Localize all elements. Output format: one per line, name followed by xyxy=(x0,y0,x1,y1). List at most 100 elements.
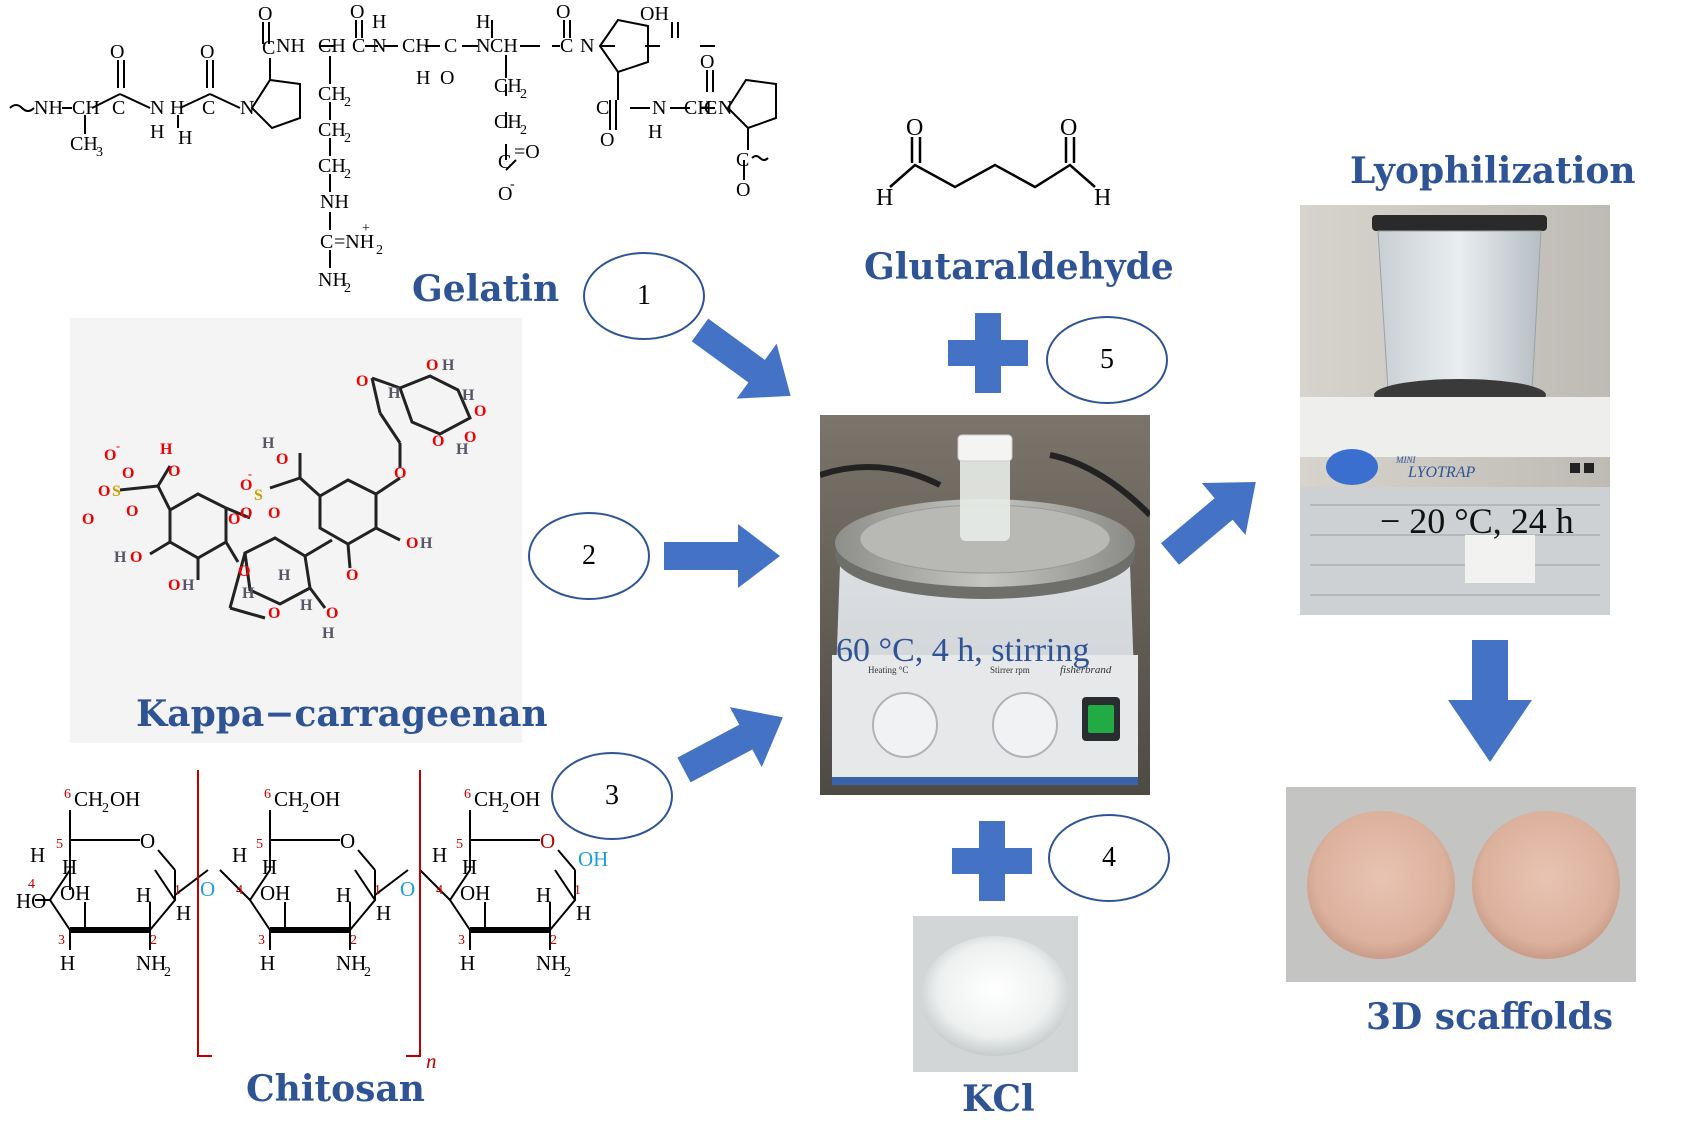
svg-text:NH: NH xyxy=(320,191,349,213)
svg-text:CH: CH xyxy=(318,119,346,141)
heating-label: Heating °C xyxy=(868,665,908,675)
svg-text:O: O xyxy=(346,567,358,584)
svg-text:OH: OH xyxy=(260,881,290,905)
svg-text:O: O xyxy=(326,605,338,622)
svg-text:NH: NH xyxy=(34,97,63,119)
svg-text:CH: CH xyxy=(474,787,503,811)
svg-text:O: O xyxy=(140,829,155,853)
svg-text:5: 5 xyxy=(256,837,263,852)
svg-text:-: - xyxy=(248,467,252,481)
svg-text:OH: OH xyxy=(578,847,608,871)
svg-text:O: O xyxy=(540,829,555,853)
svg-text:C: C xyxy=(596,97,609,119)
svg-text:O: O xyxy=(238,563,250,580)
svg-text:CH: CH xyxy=(684,97,712,119)
svg-text:O: O xyxy=(168,463,180,480)
svg-text:H: H xyxy=(442,357,455,374)
svg-text:H: H xyxy=(416,67,430,89)
svg-text:CH: CH xyxy=(74,787,103,811)
svg-text:O: O xyxy=(240,477,252,494)
svg-text:O: O xyxy=(906,115,923,141)
svg-text:n: n xyxy=(426,1049,437,1070)
svg-text:H: H xyxy=(114,549,127,566)
svg-text:S: S xyxy=(254,487,263,504)
svg-text:2: 2 xyxy=(344,95,351,110)
svg-text:O: O xyxy=(340,829,355,853)
arrow-to-lyophilizer-icon xyxy=(1161,482,1256,565)
svg-text:H: H xyxy=(30,843,45,867)
svg-text:O: O xyxy=(268,505,280,522)
svg-text:O: O xyxy=(556,1,570,23)
freezing-condition-text: − 20 °C, 24 h xyxy=(1380,501,1574,541)
svg-text:2: 2 xyxy=(344,167,351,182)
svg-text:H: H xyxy=(456,441,469,458)
svg-text:+: + xyxy=(362,221,370,236)
svg-text:NH: NH xyxy=(136,951,166,975)
arrow-step-3-icon xyxy=(677,707,783,783)
svg-text:O: O xyxy=(82,511,94,528)
svg-text:C: C xyxy=(560,35,573,57)
svg-text:CH: CH xyxy=(70,133,98,155)
glutaraldehyde-structure: O O H H xyxy=(876,115,1110,211)
svg-text:O: O xyxy=(258,3,272,25)
svg-text:5: 5 xyxy=(456,837,463,852)
svg-text:OH: OH xyxy=(60,881,90,905)
svg-text:NH: NH xyxy=(536,951,566,975)
lyophilizer-photo: MINI LYOTRAP xyxy=(1300,205,1610,615)
svg-text:CH: CH xyxy=(318,155,346,177)
svg-text:O: O xyxy=(464,429,476,446)
svg-text:3: 3 xyxy=(58,933,65,948)
svg-text:N: N xyxy=(580,35,594,57)
svg-text:H: H xyxy=(648,121,662,143)
svg-text:2: 2 xyxy=(164,965,171,980)
svg-text:6: 6 xyxy=(464,787,471,802)
chitosan-label: Chitosan xyxy=(246,1068,425,1110)
svg-text:N: N xyxy=(150,97,164,119)
svg-text:C: C xyxy=(262,37,275,59)
svg-text:-: - xyxy=(116,439,120,453)
svg-text:O: O xyxy=(700,51,714,73)
glutaraldehyde-label: Glutaraldehyde xyxy=(864,246,1174,288)
svg-text:2: 2 xyxy=(150,933,157,948)
svg-text:N: N xyxy=(652,97,666,119)
hotplate-stirrer-photo: Heating °C Stirrer rpm fisherbrand xyxy=(820,415,1150,795)
svg-text:4: 4 xyxy=(436,883,443,898)
svg-text:=O: =O xyxy=(514,141,540,163)
svg-text:CH: CH xyxy=(402,35,430,57)
svg-text:OH: OH xyxy=(310,787,340,811)
svg-text:NH: NH xyxy=(336,951,366,975)
svg-text:O: O xyxy=(168,577,180,594)
kcl-label: KCl xyxy=(962,1078,1035,1120)
svg-text:O: O xyxy=(200,877,215,901)
svg-text:O: O xyxy=(228,511,240,528)
svg-text:O: O xyxy=(394,465,406,482)
svg-text:CH: CH xyxy=(494,111,522,133)
svg-text:6: 6 xyxy=(264,787,271,802)
svg-text:C: C xyxy=(320,231,333,253)
svg-text:CH: CH xyxy=(274,787,303,811)
svg-text:H: H xyxy=(460,951,475,975)
svg-text:N: N xyxy=(240,97,254,119)
lyotrap-brand-text: LYOTRAP xyxy=(1407,464,1475,481)
arrow-step-1-icon xyxy=(691,318,791,399)
svg-text:O: O xyxy=(400,877,415,901)
svg-text:2: 2 xyxy=(302,801,309,816)
svg-text:=NH: =NH xyxy=(334,231,374,253)
svg-text:H: H xyxy=(242,585,255,602)
scaffolds-label: 3D scaffolds xyxy=(1366,996,1613,1038)
svg-text:1: 1 xyxy=(574,883,581,898)
stirrer-label: Stirrer rpm xyxy=(990,665,1030,675)
svg-text:H: H xyxy=(432,843,447,867)
svg-text:H: H xyxy=(420,535,433,552)
svg-text:2: 2 xyxy=(376,243,383,258)
svg-text:OH: OH xyxy=(510,787,540,811)
svg-text:O: O xyxy=(498,183,512,205)
svg-text:H: H xyxy=(372,11,386,33)
svg-text:O: O xyxy=(268,605,280,622)
svg-text:O: O xyxy=(356,373,368,390)
svg-text:2: 2 xyxy=(350,933,357,948)
svg-text:NH: NH xyxy=(276,35,305,57)
svg-text:2: 2 xyxy=(564,965,571,980)
plus-icon-kcl xyxy=(952,821,1032,901)
